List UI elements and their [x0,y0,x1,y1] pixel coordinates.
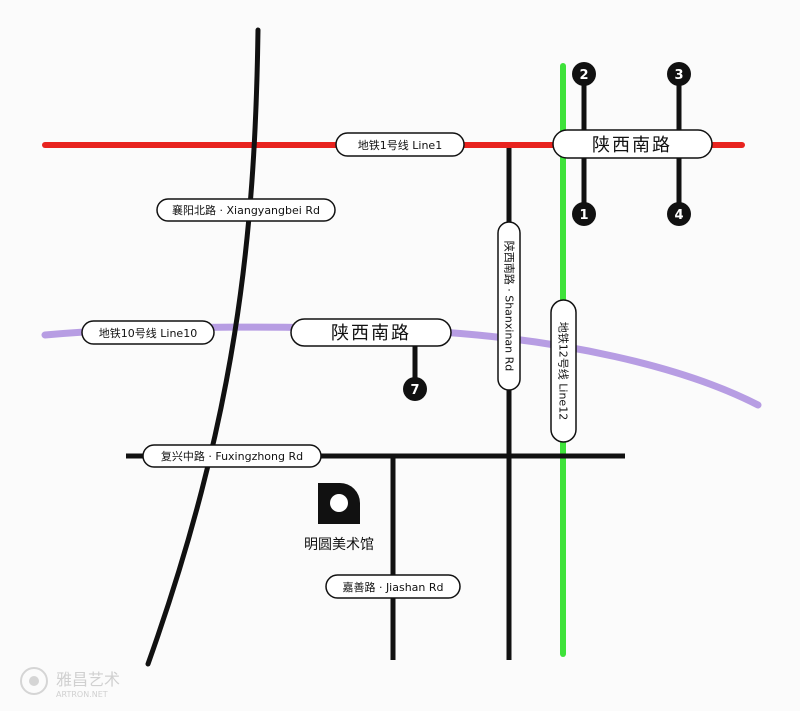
watermark-logo-icon [20,667,48,695]
line1-station-pill: 陕西南路 [552,129,713,159]
fuxingzhong-label-pill: 复兴中路 · Fuxingzhong Rd [142,444,322,468]
line1-label: 地铁1号线 Line1 [358,138,442,152]
line10-label-pill: 地铁10号线 Line10 [81,320,215,345]
line12-label-pill: 地铁12号线 Line12 [550,299,577,443]
svg-text:1: 1 [579,208,588,223]
exit-2: 2 [572,62,596,86]
svg-text:2: 2 [579,68,588,83]
line10-label: 地铁10号线 Line10 [99,326,197,340]
museum-logo-icon [318,483,360,524]
line1-label-pill: 地铁1号线 Line1 [335,132,465,157]
watermark-sub: ARTRON.NET [56,690,108,699]
line12-label: 地铁12号线 Line12 [557,322,571,420]
exit-3: 3 [667,62,691,86]
line1-station-name: 陕西南路 [592,135,672,156]
svg-text:4: 4 [674,208,683,223]
jiashan-label: 嘉善路 · Jiashan Rd [342,580,443,594]
watermark-name: 雅昌艺术 [56,670,120,689]
exit-1: 1 [572,202,596,226]
fuxingzhong-label: 复兴中路 · Fuxingzhong Rd [161,449,303,463]
museum-name: 明圆美术馆 [304,537,374,553]
svg-text:3: 3 [674,68,683,83]
exit-4: 4 [667,202,691,226]
svg-text:7: 7 [410,383,419,398]
xiangyangbei-label: 襄阳北路 · Xiangyangbei Rd [172,203,320,217]
exit-7: 7 [403,377,427,401]
xiangyangbei-label-pill: 襄阳北路 · Xiangyangbei Rd [156,198,336,222]
line10-station-name: 陕西南路 [331,323,411,344]
shanxinan-label-pill: 陕西南路 · Shanxinan Rd [497,221,521,391]
road-xiangyangbei [145,27,261,667]
watermark: 雅昌艺术 ARTRON.NET [20,667,120,699]
jiashan-label-pill: 嘉善路 · Jiashan Rd [325,574,461,599]
line10-station-pill: 陕西南路 [290,318,452,347]
shanxinan-label: 陕西南路 · Shanxinan Rd [503,241,517,372]
